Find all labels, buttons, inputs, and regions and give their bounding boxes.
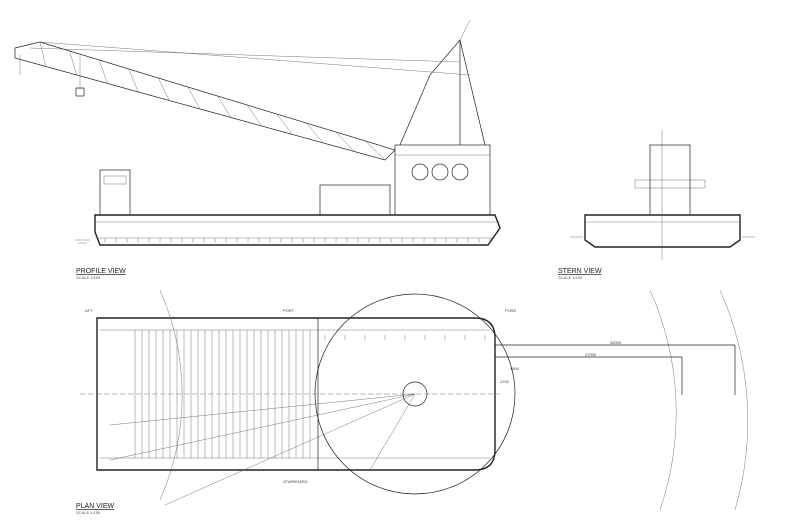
slew-circle bbox=[314, 293, 516, 495]
dim-label-27000: 27000 bbox=[585, 352, 597, 357]
plan-hull bbox=[96, 317, 496, 471]
dim-label-1500: 1500 bbox=[510, 366, 520, 371]
hook-block bbox=[75, 87, 85, 97]
profile-hull bbox=[94, 214, 501, 246]
label-port: PORT bbox=[283, 308, 295, 313]
mid-house bbox=[319, 184, 391, 216]
plan-view: 35000 27000 1500 2200 AFT PORT FORE STAR… bbox=[76, 289, 748, 515]
crane-boom bbox=[14, 41, 396, 161]
stern-view-scale: SCALE 1/150 bbox=[558, 275, 583, 280]
profile-view-title: PROFILE VIEW bbox=[76, 268, 126, 275]
stern-view-title: STERN VIEW bbox=[558, 268, 602, 275]
plan-view-scale: SCALE 1/150 bbox=[76, 510, 101, 515]
stern-view: STERN VIEW SCALE 1/150 bbox=[558, 130, 755, 280]
plan-view-title: PLAN VIEW bbox=[76, 503, 115, 510]
pendant-line bbox=[39, 41, 471, 76]
stern-hull bbox=[584, 214, 741, 248]
aft-deckhouse bbox=[99, 169, 131, 216]
label-starboard: STARBOARD bbox=[283, 479, 308, 484]
dim-label-35000: 35000 bbox=[610, 340, 622, 345]
label-aft: AFT bbox=[85, 308, 93, 313]
profile-view: PROFILE VIEW SCALE 1/100 bbox=[14, 19, 501, 280]
machinery-house bbox=[394, 144, 491, 216]
profile-view-scale: SCALE 1/100 bbox=[76, 275, 101, 280]
label-fore: FORE bbox=[505, 308, 516, 313]
dim-label-2200: 2200 bbox=[500, 379, 510, 384]
